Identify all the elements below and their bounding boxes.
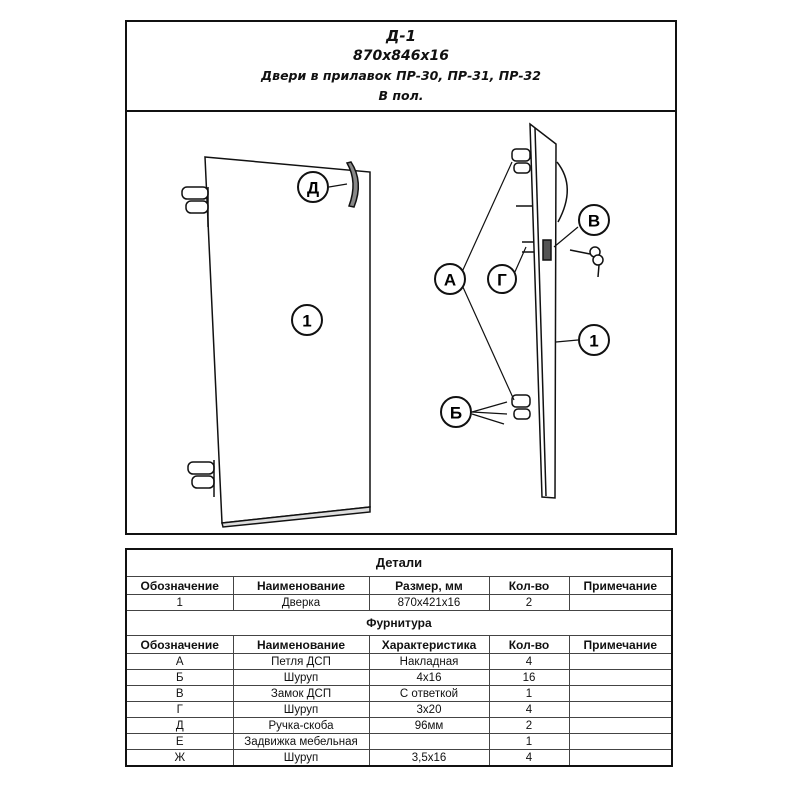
details-header: Обозначение Наименование Размер, мм Кол-… (125, 576, 673, 595)
cell (568, 749, 673, 767)
hinge-icon (181, 186, 209, 227)
callout-a: А (444, 271, 456, 290)
cell: 96мм (368, 717, 490, 734)
cell: 4 (488, 749, 570, 767)
door-side-view (529, 122, 557, 499)
cell (568, 594, 673, 611)
part-code: Д-1 (385, 27, 417, 45)
part-title: Двери в прилавок ПР-30, ПР-31, ПР-32 (261, 68, 541, 83)
callout-b: Б (450, 404, 462, 423)
cell (568, 669, 673, 686)
cell: С ответкой (368, 685, 490, 702)
door-edge (221, 506, 371, 528)
cell: Замок ДСП (232, 685, 370, 702)
callout-d: Д (307, 179, 319, 198)
cell: Д (125, 717, 234, 734)
cell: Ручка-скоба (232, 717, 370, 734)
col-header: Обозначение (125, 576, 234, 595)
part-size: 870x846x16 (353, 48, 449, 64)
cell: Шуруп (232, 749, 370, 767)
part-note: В пол. (378, 88, 424, 103)
cell: Петля ДСП (232, 653, 370, 670)
table-row: 1 Дверка 870x421x16 2 (125, 594, 673, 611)
cell: 3x20 (368, 701, 490, 718)
col-header: Примечание (568, 576, 673, 595)
parts-table: Детали Обозначение Наименование Размер, … (125, 548, 673, 767)
details-title: Детали (125, 548, 673, 577)
cell: 16 (488, 669, 570, 686)
cell: В (125, 685, 234, 702)
col-header: Обозначение (125, 635, 234, 654)
col-header: Примечание (568, 635, 673, 654)
cell: 870x421x16 (368, 594, 490, 611)
hinge-icon (511, 394, 531, 420)
leader-lines (328, 161, 579, 425)
cell: Б (125, 669, 234, 686)
hardware-header: Обозначение Наименование Характеристика … (125, 635, 673, 654)
col-header: Размер, мм (368, 576, 490, 595)
cell: 4 (488, 653, 570, 670)
cell: Шуруп (232, 701, 370, 718)
cell (568, 717, 673, 734)
cell: 3,5x16 (368, 749, 490, 767)
cell: 2 (488, 594, 570, 611)
col-header: Кол-во (488, 635, 570, 654)
key-icon (569, 246, 604, 278)
col-header: Наименование (232, 576, 370, 595)
cell: Е (125, 733, 234, 750)
cell (568, 653, 673, 670)
cell: Задвижка мебельная (232, 733, 370, 750)
col-header: Характеристика (368, 635, 490, 654)
lock-icon (542, 239, 552, 261)
hinge-icon (511, 148, 531, 174)
cell (568, 733, 673, 750)
hardware-title: Фурнитура (125, 610, 673, 636)
hinge-icon (187, 460, 215, 497)
assembly-drawing: Д 1 А Г В 1 Б (181, 122, 610, 528)
callout-1-left: 1 (302, 312, 311, 331)
cell: Шуруп (232, 669, 370, 686)
drawing-sheet: Д-1 870x846x16 Двери в прилавок ПР-30, П… (125, 20, 677, 535)
cell: Дверка (232, 594, 370, 611)
cell (568, 701, 673, 718)
callout-g: Г (497, 271, 507, 290)
cell: 1 (488, 733, 570, 750)
col-header: Наименование (232, 635, 370, 654)
title-block: Д-1 870x846x16 Двери в прилавок ПР-30, П… (127, 22, 675, 112)
cell (368, 733, 490, 750)
cell: 1 (488, 685, 570, 702)
cell (568, 685, 673, 702)
cell: Накладная (368, 653, 490, 670)
callout-v: В (588, 212, 600, 231)
door-panel-front (204, 156, 371, 524)
cell: А (125, 653, 234, 670)
col-header: Кол-во (488, 576, 570, 595)
cell: 1 (125, 594, 234, 611)
callout-1-right: 1 (589, 332, 598, 351)
cell: 2 (488, 717, 570, 734)
handle-icon (345, 161, 360, 208)
cell: 4x16 (368, 669, 490, 686)
cell: 4 (488, 701, 570, 718)
cell: Ж (125, 749, 234, 767)
cell: Г (125, 701, 234, 718)
